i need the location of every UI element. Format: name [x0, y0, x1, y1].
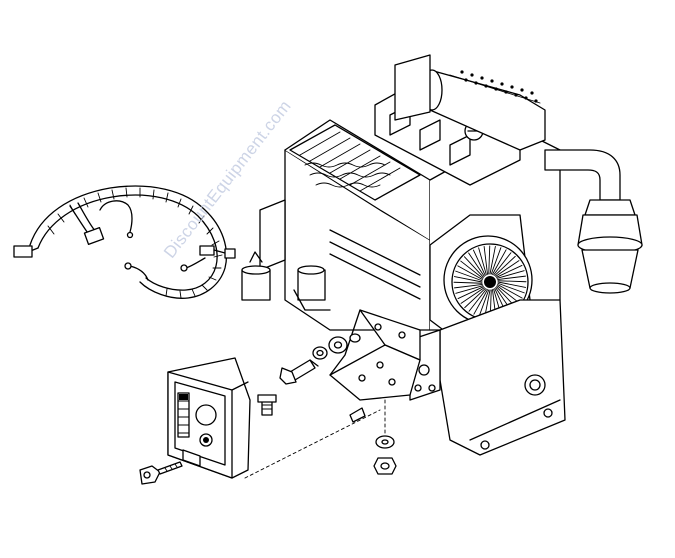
air-filter: [577, 214, 643, 294]
bolt: [279, 359, 319, 385]
lock-washer: [375, 435, 395, 449]
gauge-dial: [195, 404, 217, 426]
fan-blade: [497, 282, 525, 294]
fan-blade: [497, 280, 527, 283]
fan-blade: [478, 247, 487, 276]
fan-blade: [468, 288, 487, 312]
fan-blade: [457, 265, 483, 280]
fan-blade: [496, 270, 525, 279]
bolt: [257, 394, 277, 416]
fan-blade: [488, 245, 491, 275]
fan-blade: [453, 281, 483, 284]
fan-blade: [493, 252, 512, 276]
fan-blade: [468, 252, 485, 277]
nut: [373, 457, 397, 475]
fan-blade: [483, 246, 488, 275]
fan-blade: [489, 245, 496, 275]
fan-blade: [497, 281, 527, 288]
fan-blade: [473, 289, 488, 315]
fan-blade: [490, 247, 502, 275]
fan-blade: [496, 264, 523, 278]
fan-blade: [496, 285, 520, 304]
fan-blade: [455, 285, 484, 294]
fan-blade: [457, 286, 484, 300]
engine-assembly: [241, 54, 643, 456]
fan-blade: [460, 287, 485, 304]
wiring-harness: [13, 185, 236, 299]
harness-terminal: [199, 245, 215, 256]
fan-blade: [453, 276, 483, 283]
hardware: [244, 333, 397, 479]
washer: [312, 346, 328, 360]
fan-blade: [455, 270, 483, 282]
fan-blade: [494, 255, 516, 276]
harness-connector-left: [13, 245, 33, 258]
fan-blade: [472, 249, 486, 276]
fan-blade: [497, 284, 523, 299]
control-panel: [167, 357, 251, 479]
fan-blade: [463, 256, 484, 278]
fan-blade: [497, 275, 526, 280]
fan-blade: [464, 288, 486, 309]
harness-plug: [83, 226, 105, 246]
fan-blade: [478, 289, 490, 317]
status-led-strip: [177, 392, 190, 438]
fan-blade: [492, 249, 507, 275]
fan-blade: [454, 284, 483, 289]
mounting-bracket: [329, 309, 421, 401]
fan-blade: [460, 260, 484, 279]
ignition-key: [139, 461, 183, 485]
fan-blade: [495, 260, 520, 277]
washer: [328, 336, 348, 354]
